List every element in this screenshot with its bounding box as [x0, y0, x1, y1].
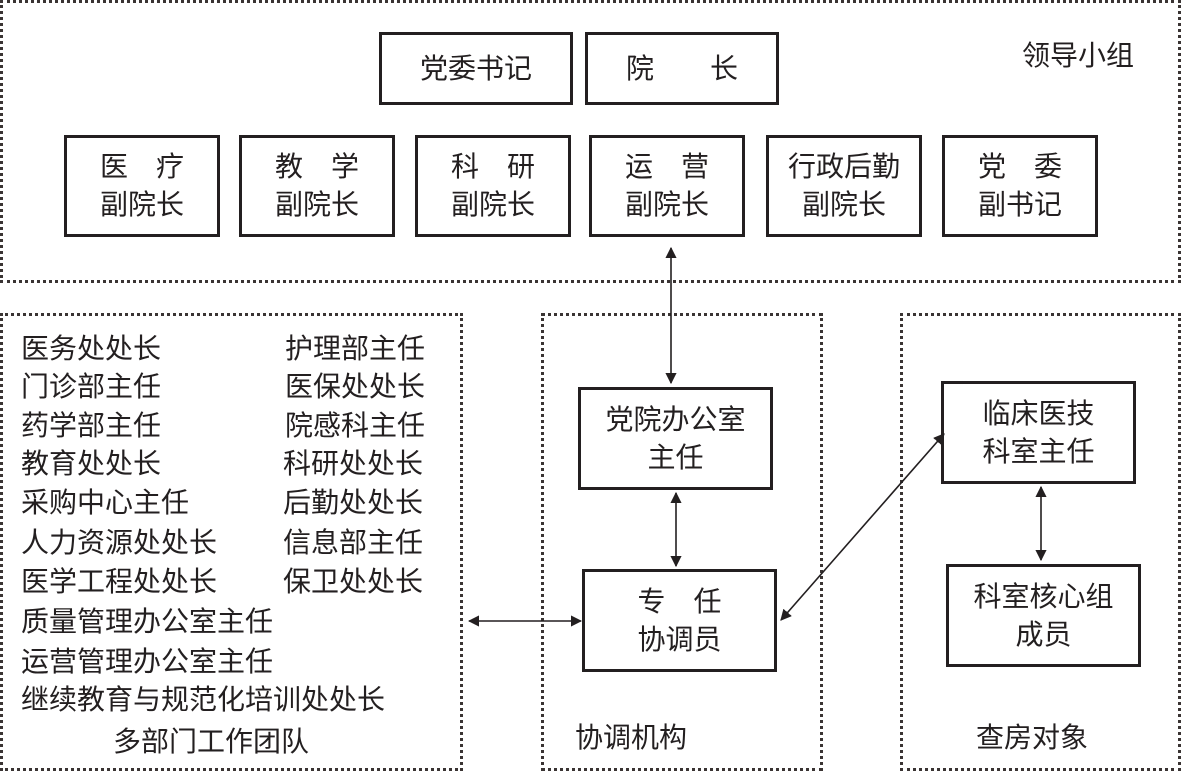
- president-label: 院 长: [625, 51, 738, 85]
- president-box: 院 长: [585, 32, 779, 105]
- vp-medical-box: 医 疗 副院长: [64, 135, 220, 237]
- leadership-group-title: 领导小组: [1022, 39, 1135, 72]
- team-member-right-2: 医保处处长: [285, 370, 426, 403]
- team-member-right-6: 信息部主任: [283, 526, 424, 559]
- vp-medical-line1: 医 疗: [99, 150, 184, 183]
- office-director-line1: 党院办公室: [605, 402, 746, 436]
- multi-department-team-group: [0, 313, 463, 771]
- coordinator-box: 专 任 协调员: [582, 569, 777, 672]
- deputy-party-secretary-line2: 副书记: [977, 188, 1062, 221]
- deputy-party-secretary-line1: 党 委: [977, 150, 1062, 183]
- core-members-line2: 成员: [1015, 617, 1072, 651]
- multi-department-team-title: 多部门工作团队: [113, 725, 310, 758]
- team-member-left-4: 教育处处长: [21, 447, 162, 480]
- vp-research-box: 科 研 副院长: [415, 135, 571, 237]
- vp-teaching-box: 教 学 副院长: [239, 135, 395, 237]
- vp-admin-logistics-line2: 副院长: [801, 188, 886, 221]
- deputy-party-secretary-box: 党 委 副书记: [942, 135, 1098, 237]
- vp-operations-box: 运 营 副院长: [589, 135, 745, 237]
- vp-research-line2: 副院长: [450, 188, 535, 221]
- arrow-coordinator-to-dept-director: [780, 433, 945, 621]
- vp-medical-line2: 副院长: [99, 188, 184, 221]
- team-member-right-7: 保卫处处长: [283, 565, 424, 598]
- dept-director-line1: 临床医技: [982, 396, 1095, 430]
- team-member-left-5: 采购中心主任: [21, 486, 190, 519]
- leadership-group: [0, 0, 1181, 283]
- team-member-wide-1: 质量管理办公室主任: [21, 605, 274, 638]
- vp-operations-line2: 副院长: [624, 188, 709, 221]
- coordinator-line2: 协调员: [637, 622, 722, 656]
- team-member-right-4: 科研处处长: [283, 447, 424, 480]
- core-members-box: 科室核心组 成员: [946, 564, 1141, 667]
- office-director-line2: 主任: [647, 440, 704, 474]
- vp-admin-logistics-line1: 行政后勤: [787, 150, 900, 183]
- team-member-wide-2: 运营管理办公室主任: [21, 645, 274, 678]
- team-member-left-1: 医务处处长: [21, 332, 162, 365]
- vp-research-line1: 科 研: [450, 150, 535, 183]
- team-member-right-3: 院感科主任: [285, 409, 426, 442]
- dept-director-box: 临床医技 科室主任: [941, 381, 1136, 484]
- team-member-right-1: 护理部主任: [285, 332, 426, 365]
- core-members-line1: 科室核心组: [973, 579, 1114, 613]
- vp-admin-logistics-box: 行政后勤 副院长: [766, 135, 922, 237]
- team-member-wide-3: 继续教育与规范化培训处处长: [21, 683, 386, 716]
- vp-operations-line1: 运 营: [624, 150, 709, 183]
- rounds-targets-title: 查房对象: [976, 721, 1089, 754]
- team-member-right-5: 后勤处处长: [283, 486, 424, 519]
- team-member-left-7: 医学工程处处长: [21, 565, 218, 598]
- team-member-left-3: 药学部主任: [21, 409, 162, 442]
- vp-teaching-line2: 副院长: [274, 188, 359, 221]
- vp-teaching-line1: 教 学: [274, 150, 359, 183]
- coordinator-line1: 专 任: [637, 584, 722, 618]
- office-director-box: 党院办公室 主任: [578, 387, 773, 490]
- party-secretary-label: 党委书记: [419, 51, 532, 85]
- team-member-left-6: 人力资源处处长: [21, 526, 218, 559]
- party-secretary-box: 党委书记: [379, 32, 573, 105]
- team-member-left-2: 门诊部主任: [21, 370, 162, 403]
- coordination-body-title: 协调机构: [575, 721, 688, 754]
- dept-director-line2: 科室主任: [982, 434, 1095, 468]
